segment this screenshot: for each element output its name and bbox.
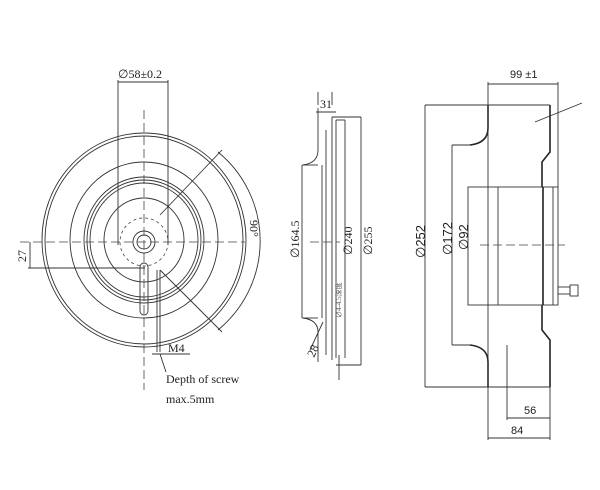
note-leader [159,353,167,373]
motor-body [467,186,559,306]
connector-plug [569,284,579,297]
angle-label: 90° [247,220,261,237]
depth-84-label: 84 [511,425,523,437]
outer-diameter-label: ∅255 [361,227,375,255]
inlet-diameter-label: ∅164.5 [288,221,302,258]
label-leader [534,102,583,123]
width-label: 31 [320,97,332,111]
radius-leader [309,321,324,351]
note-line-1: Depth of screw [166,372,240,386]
depth-56-label: 56 [524,405,536,417]
angle-leader [159,149,223,216]
side-view: 31 ∅164.5 ∅240 ∅255 ∅4-4.5深度 28 [288,92,375,380]
note-line-2: max.5mm [166,392,215,406]
radius-label: 28 [304,342,322,359]
motor-diameter-label: ∅92 [456,224,471,250]
mount-diameter-label: ∅240 [341,227,355,255]
impeller-diameter-label: ∅252 [413,225,428,258]
offset-label: 27 [15,250,29,262]
hub-diameter-label: ∅58±0.2 [118,67,162,81]
overall-width-label: 99 ±1 [510,69,537,81]
connector [557,286,571,295]
angle-leader [159,269,223,333]
section-view: ∅252 ∅172 ∅92 99 ±1 56 84 [413,69,583,440]
inlet-profile [302,108,319,362]
slot [139,262,149,316]
impeller-inlet-profile [469,105,489,387]
impeller-back-profile [541,105,551,387]
hole-note: ∅4-4.5深度 [334,282,343,318]
front-view: ∅58±0.2 27 90° M4 Depth of screw max.5mm [15,67,261,406]
angle-arc [217,151,261,331]
inner-diameter-label: ∅172 [440,222,455,255]
thread-label: M4 [168,341,185,355]
